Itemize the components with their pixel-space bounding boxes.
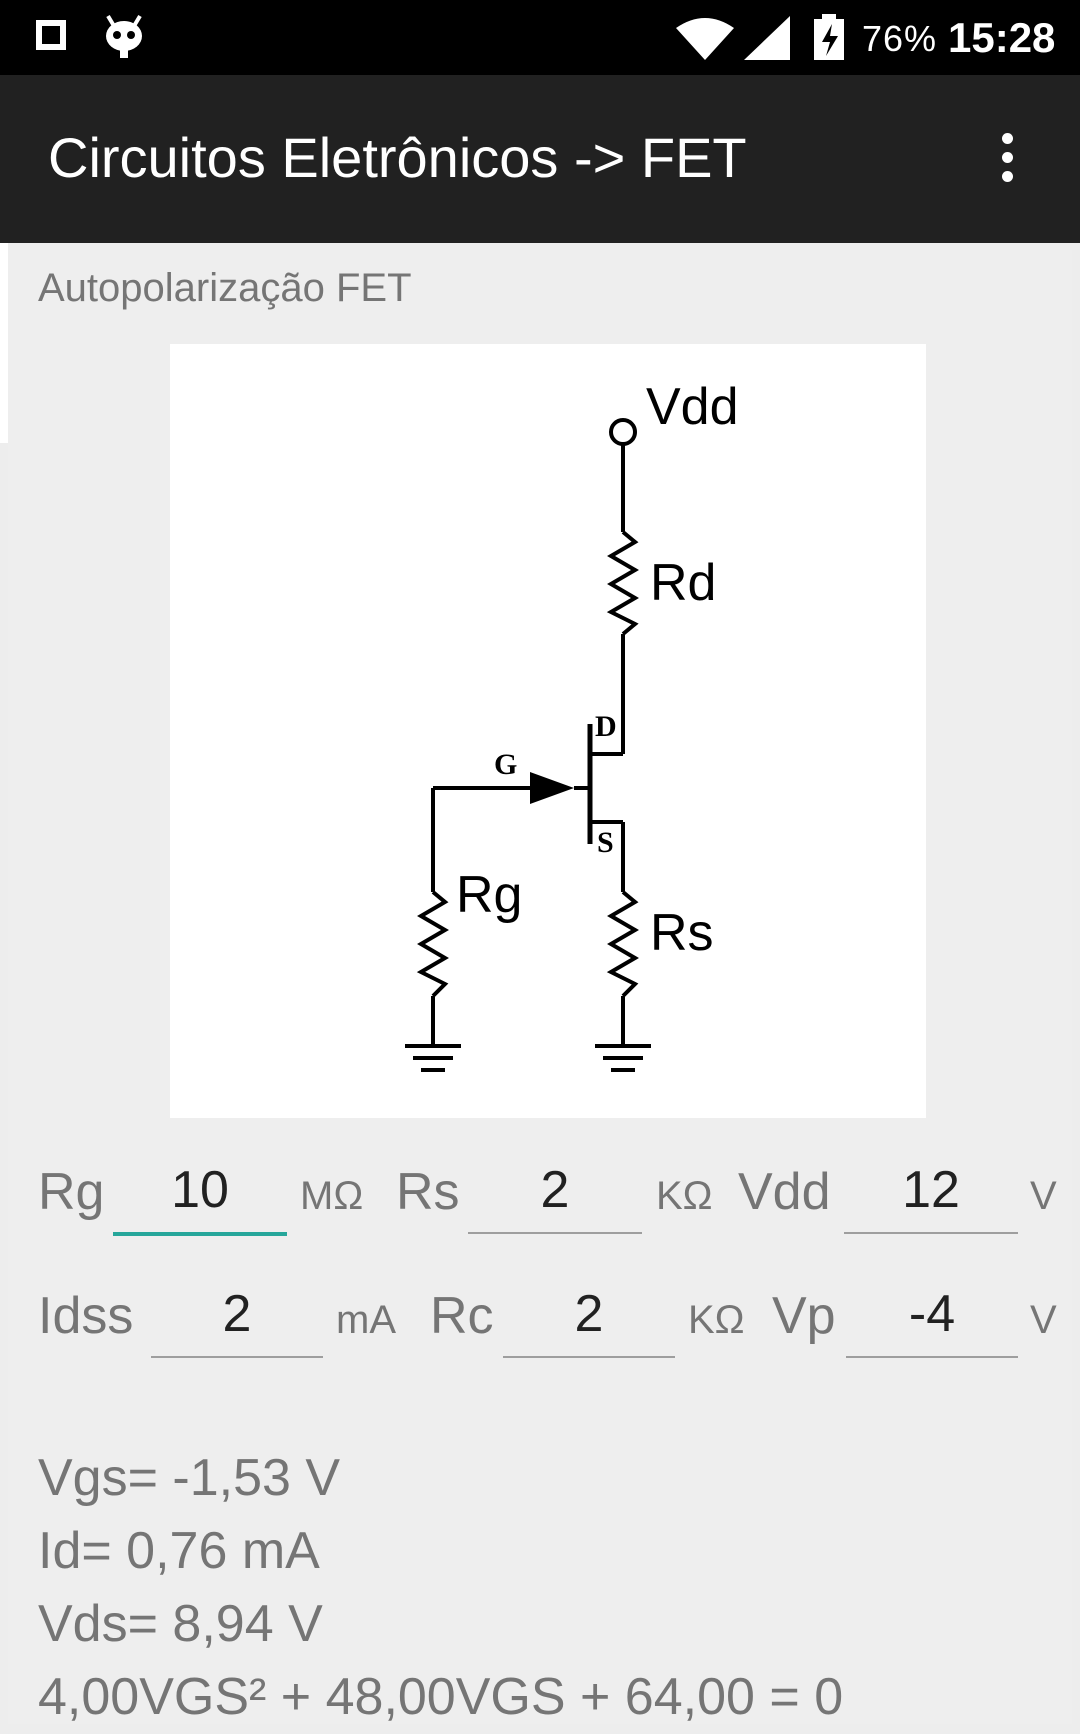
android-bug-icon <box>106 14 142 58</box>
label-s: S <box>597 826 614 859</box>
vdd-unit: V <box>1030 1174 1057 1218</box>
content-area: Autopolarização FET <box>8 250 1072 1726</box>
result-equation: 4,00VGS² + 48,00VGS + 64,00 = 0 <box>38 1668 844 1726</box>
overflow-menu-icon[interactable] <box>992 133 1022 189</box>
idss-label: Idss <box>38 1287 134 1345</box>
results-block: Vgs= -1,53 V Id= 0,76 mA Vds= 8,94 V 4,0… <box>38 1442 843 1734</box>
vdd-terminal <box>609 418 637 446</box>
vp-unit: V <box>1030 1298 1057 1342</box>
rg-input[interactable]: 10 <box>113 1148 287 1236</box>
menu-dot <box>1001 133 1013 144</box>
fet-circuit-diagram: Vdd Rd D G S Rg Rs <box>170 344 926 1118</box>
vp-input[interactable]: -4 <box>846 1272 1018 1358</box>
section-subtitle: Autopolarização FET <box>38 266 412 310</box>
rg-resistor <box>416 890 449 998</box>
rs-resistor <box>606 890 639 998</box>
gate-arrow <box>530 772 574 804</box>
clock: 15:28 <box>948 14 1056 61</box>
left-strip <box>0 243 8 443</box>
rc-input[interactable]: 2 <box>503 1272 675 1358</box>
label-d: D <box>595 710 617 743</box>
input-row-2: Idss 2 mA Rc 2 KΩ Vp -4 V <box>8 1272 1072 1382</box>
input-row-1: Rg 10 MΩ Rs 2 KΩ Vdd 12 V <box>8 1148 1072 1258</box>
menu-dot <box>1001 152 1013 163</box>
label-rg: Rg <box>456 866 522 924</box>
label-rs: Rs <box>650 904 714 962</box>
battery-charging-icon <box>814 14 844 60</box>
idss-input[interactable]: 2 <box>151 1272 323 1358</box>
status-bar: 76% 15:28 <box>0 0 1080 75</box>
result-id: Id= 0,76 mA <box>38 1522 320 1580</box>
label-rd: Rd <box>650 554 716 612</box>
rc-label: Rc <box>430 1287 494 1345</box>
wifi-icon <box>676 18 734 60</box>
idss-unit: mA <box>336 1298 396 1342</box>
rs-input[interactable]: 2 <box>468 1148 642 1234</box>
circuit-svg: Vdd Rd D G S Rg Rs <box>405 378 739 1072</box>
rs-label: Rs <box>396 1163 460 1221</box>
app-bar: Circuitos Eletrônicos -> FET <box>0 75 1080 243</box>
menu-dot <box>1001 171 1013 182</box>
square-icon <box>36 20 66 50</box>
rc-unit: KΩ <box>688 1298 745 1342</box>
vdd-label: Vdd <box>738 1163 831 1221</box>
rg-label: Rg <box>38 1163 105 1221</box>
rs-unit: KΩ <box>656 1174 713 1218</box>
vdd-input[interactable]: 12 <box>844 1148 1018 1234</box>
label-vdd: Vdd <box>646 378 739 436</box>
result-vgs: Vgs= -1,53 V <box>38 1449 341 1507</box>
battery-percent: 76% <box>862 18 938 59</box>
signal-icon <box>744 16 790 60</box>
result-vds: Vds= 8,94 V <box>38 1595 323 1653</box>
label-g: G <box>494 748 517 781</box>
rg-unit: MΩ <box>300 1174 364 1218</box>
rd-resistor <box>606 530 639 636</box>
vp-label: Vp <box>772 1287 836 1345</box>
app-title: Circuitos Eletrônicos -> FET <box>48 126 747 189</box>
